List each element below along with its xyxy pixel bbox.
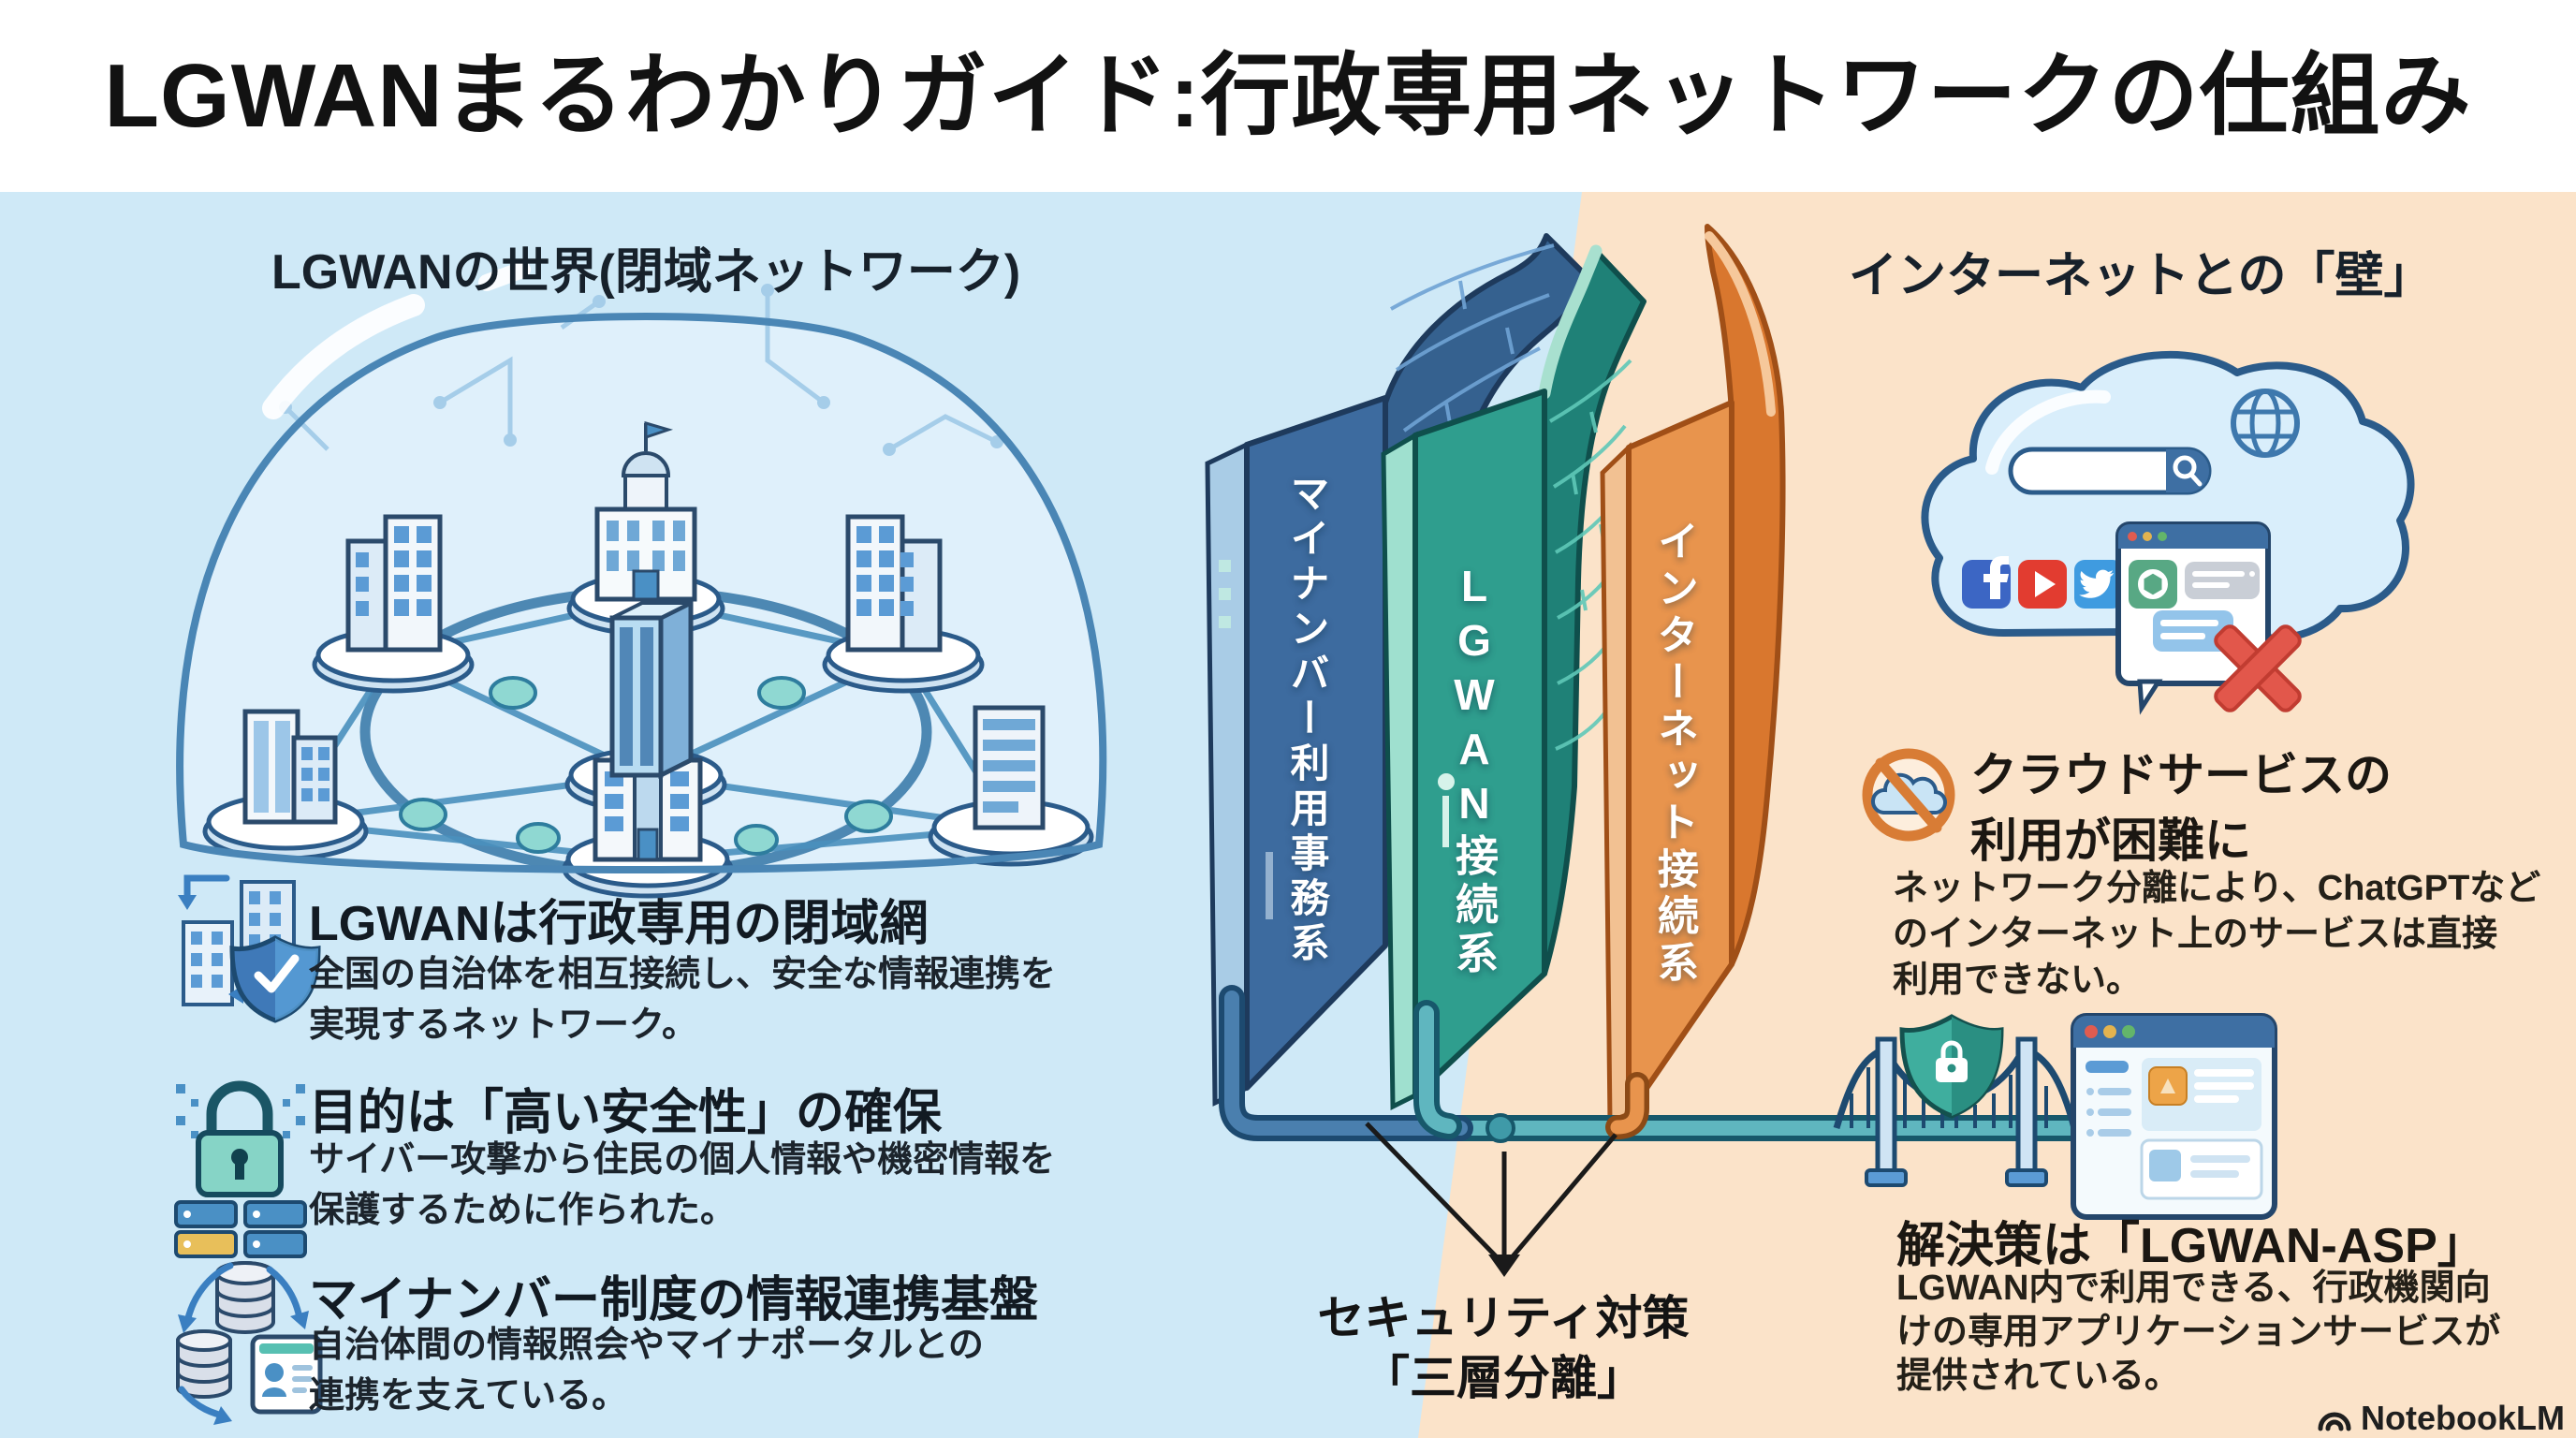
blocked-x-icon [2214, 624, 2302, 712]
central-tower-icon [609, 598, 694, 780]
problem-body-line-1: ネットワーク分離により、ChatGPTなど [1893, 869, 2541, 908]
twitter-icon [2074, 560, 2123, 609]
wall-lgwan [1381, 244, 1647, 1111]
notebooklm-logo-icon [2318, 1412, 2351, 1431]
lgwan-dome-illustration [176, 261, 1107, 899]
bullet-1-body-line-2: 実現するネットワーク。 [309, 1005, 697, 1045]
bullet-2-body-line-2: 保護するために作られた。 [309, 1191, 737, 1230]
cable-hangers [1850, 1067, 2048, 1128]
security-shield-icon [1899, 1014, 2004, 1119]
lgwan-asp-bridge-illustration [1833, 1013, 2277, 1220]
three-layer-pointer-lines [1365, 1122, 1617, 1264]
problem-heading-line-1: クラウドサービスの [1970, 749, 2392, 801]
no-cloud-icon [1862, 748, 1955, 842]
solution-body-line-2: けの専用アプリケーションサービスが [1896, 1313, 2501, 1352]
asp-app-window [2071, 1013, 2277, 1220]
gray-chat-bubble [2185, 562, 2260, 599]
problem-body-line-2: のインターネット上のサービスは直接 [1893, 915, 2498, 954]
wall-internet [1600, 224, 1786, 1125]
chatgpt-window [2115, 521, 2271, 715]
network-nodes [399, 676, 893, 856]
security-caption-line-1: セキュリティ対策 [1317, 1292, 1690, 1344]
buildings-exchange-shield-icon [178, 874, 321, 1023]
search-icon [2173, 455, 2203, 487]
databases-sync-idcard-icon [176, 1261, 323, 1425]
bullet-1-body-line-1: 全国の自治体を相互接続し、安全な情報連携を [309, 955, 1057, 994]
notebooklm-label: NotebookLM [2361, 1399, 2565, 1437]
capitol-building-icon [594, 421, 697, 602]
three-layer-walls-illustration [1205, 224, 2089, 1277]
page-title: LGWANまるわかりガイド:行政専用ネットワークの仕組み [104, 46, 2472, 146]
office-building-icon [242, 709, 338, 825]
facebook-icon [1962, 556, 2011, 609]
bullet-3-heading: マイナンバー制度の情報連携基盤 [309, 1273, 1038, 1328]
solution-body-line-3: 提供されている。 [1896, 1357, 2180, 1396]
bullet-2-body-line-1: サイバー攻撃から住民の個人情報や機密情報を [309, 1140, 1056, 1180]
wall-label-mynumber: マイナンバー利用事務系 [1285, 473, 1329, 967]
left-section-header: LGWANの世界(閉域ネットワーク) [271, 245, 1021, 300]
circuit-traces [284, 290, 999, 452]
chatgpt-icon [2129, 560, 2177, 609]
network-pipes [1219, 985, 2089, 1143]
notebooklm-watermark: NotebookLM [2316, 1399, 2565, 1438]
youtube-icon [2018, 560, 2067, 609]
arrowhead-icon [1488, 1255, 1520, 1277]
solution-body-line-1: LGWAN内で利用できる、行政機関向 [1896, 1269, 2491, 1308]
right-section-header: インターネットとの「壁」 [1849, 249, 2433, 303]
bridge-towers [1865, 1036, 2048, 1187]
search-bar [2008, 447, 2212, 495]
wall-label-lgwan: LGWAN接続系 [1450, 562, 1499, 979]
problem-body-line-3: 利用できない。 [1893, 961, 2143, 1000]
bullet-1-heading: LGWANは行政専用の閉域網 [309, 897, 929, 951]
office-building-icon [845, 514, 943, 653]
problem-heading-line-2: 利用が困難に [1970, 814, 2251, 867]
security-caption-line-2: 「三層分離」 [1363, 1352, 1644, 1404]
solution-heading: 解決策は「LGWAN-ASP」 [1896, 1219, 2486, 1273]
office-building-icon [345, 514, 443, 653]
office-building-icon [973, 705, 1046, 830]
bullet-3-body-line-1: 自治体間の情報照会やマイナポータルとの [309, 1326, 984, 1365]
speech-tail [2137, 679, 2163, 715]
bullet-3-body-line-2: 連携を支えている。 [309, 1376, 628, 1416]
padlock-servers-icon [174, 1080, 307, 1258]
internet-cloud-illustration [1921, 350, 2415, 715]
globe-icon [2231, 389, 2300, 458]
wall-label-internet: インターネット接続系 [1651, 520, 1697, 988]
bullet-2-heading: 目的は「高い安全性」の確保 [309, 1086, 943, 1140]
